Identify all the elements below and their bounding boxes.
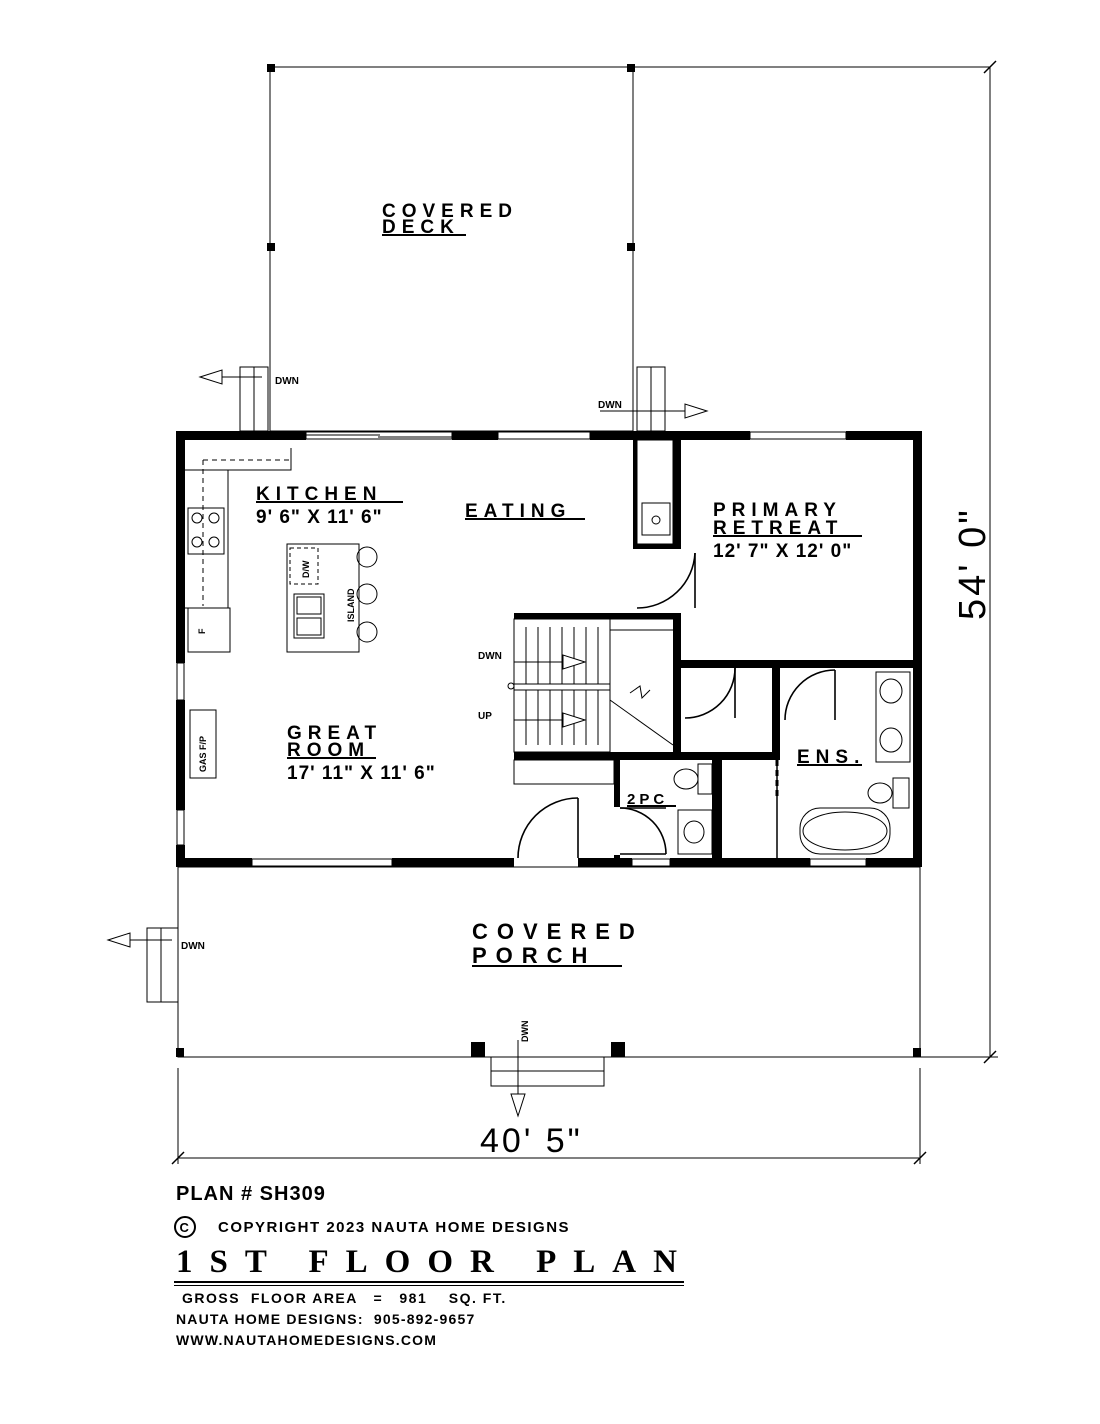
kitchen-sink xyxy=(293,593,325,639)
ensuite-toilet xyxy=(867,782,893,804)
copyright-row: C COPYRIGHT 2023 NAUTA HOME DESIGNS xyxy=(174,1216,570,1238)
kitchen-island xyxy=(286,543,360,653)
stair-down-label-porch-front: DWN xyxy=(520,1021,530,1043)
island-label: ISLAND xyxy=(346,588,356,622)
stair-down-label-porch-left: DWN xyxy=(181,941,205,952)
doors xyxy=(517,552,836,859)
dishwasher-label: D/W xyxy=(301,560,311,578)
ensuite-label: ENS. xyxy=(797,747,865,768)
primary-retreat-dimension: 12' 7" X 12' 0" xyxy=(713,541,852,562)
overall-depth-dimension: 54' 0" xyxy=(952,507,994,620)
primary-retreat-label: PRIMARY xyxy=(713,500,842,521)
title-rule-thin xyxy=(174,1285,684,1286)
powder-toilet xyxy=(673,768,699,790)
great-room-label: GREAT xyxy=(287,723,382,744)
website: WWW.NAUTAHOMEDESIGNS.COM xyxy=(176,1332,438,1348)
fireplace-label: GAS F/P xyxy=(198,736,208,772)
eating-label: EATING xyxy=(465,501,571,522)
ensuite-vanity xyxy=(875,671,911,763)
title-rule xyxy=(174,1281,684,1283)
covered-porch-label-2: PORCH xyxy=(472,943,596,968)
powder-room-label: 2PC xyxy=(627,791,668,808)
stair-up-label: UP xyxy=(478,711,492,722)
ensuite: ENS. xyxy=(797,671,911,855)
fridge-label: F xyxy=(197,628,207,634)
deck-stairs-right: DWN xyxy=(598,366,709,432)
covered-deck-label-2: DECK xyxy=(382,217,460,238)
exterior-walls xyxy=(176,431,922,867)
primary-retreat-label-2: RETREAT xyxy=(713,518,843,539)
powder-sink xyxy=(677,809,713,855)
main-stairs: DWN UP xyxy=(478,618,674,785)
interior-walls xyxy=(514,431,913,860)
dimension-width: 40' 5" xyxy=(171,1068,927,1165)
stair-down-label: DWN xyxy=(478,651,502,662)
floor-plan-title: 1ST FLOOR PLAN xyxy=(176,1244,694,1280)
vanity-counter xyxy=(636,439,674,545)
cooktop xyxy=(187,507,225,555)
porch-stairs-front: DWN xyxy=(490,1021,605,1118)
kitchen: F D/W ISLAND KITCHEN 9' 6" X 11' 6" xyxy=(185,448,403,653)
copyright-text: COPYRIGHT 2023 NAUTA HOME DESIGNS xyxy=(218,1218,571,1236)
dimension-depth: 54' 0" xyxy=(920,60,998,1064)
covered-porch-label: COVERED xyxy=(472,919,644,944)
covered-deck: COVERED DECK xyxy=(267,64,990,432)
windows xyxy=(176,431,867,867)
powder-room: 2PC xyxy=(627,763,713,855)
great-room-label-2: ROOM xyxy=(287,740,370,761)
ensuite-tub xyxy=(799,807,891,855)
covered-porch: COVERED PORCH xyxy=(176,866,921,1058)
kitchen-label: KITCHEN xyxy=(256,484,382,505)
copyright-icon: C xyxy=(174,1216,196,1238)
stair-down-label-deck-left: DWN xyxy=(275,376,299,387)
deck-stairs-left: DWN xyxy=(198,366,299,432)
kitchen-dimension: 9' 6" X 11' 6" xyxy=(256,507,383,528)
contact-phone: NAUTA HOME DESIGNS: 905-892-9657 xyxy=(176,1311,476,1327)
covered-deck-label: COVERED xyxy=(382,201,518,222)
great-room: GAS F/P GREAT ROOM 17' 11" X 11' 6" xyxy=(189,709,436,784)
overall-width-dimension: 40' 5" xyxy=(480,1122,583,1160)
plan-number: PLAN # SH309 xyxy=(176,1183,326,1205)
porch-stairs-left: DWN xyxy=(106,927,205,1003)
great-room-dimension: 17' 11" X 11' 6" xyxy=(287,763,436,784)
stair-down-label-deck-right: DWN xyxy=(598,400,622,411)
gas-fireplace xyxy=(189,709,217,779)
fridge xyxy=(187,607,231,653)
gross-floor-area: GROSS FLOOR AREA = 981 SQ. FT. xyxy=(182,1290,507,1306)
